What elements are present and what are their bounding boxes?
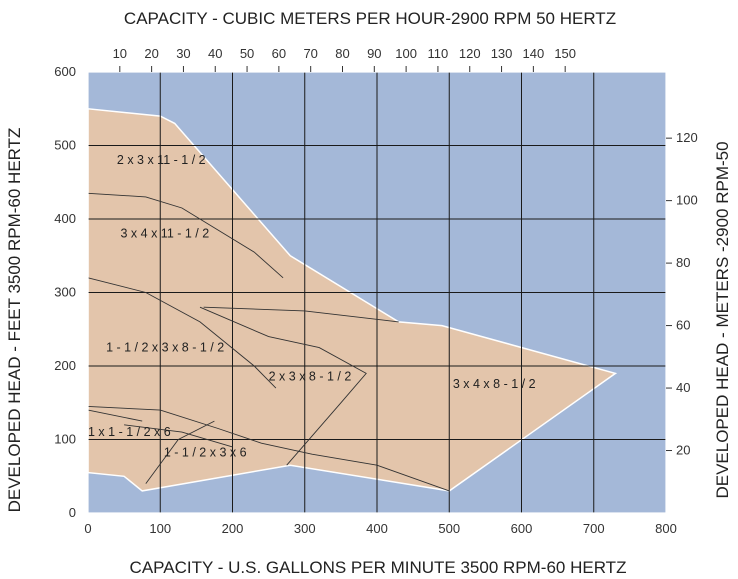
right-tick-label: 40: [676, 380, 690, 395]
pump-region-label: 2 x 3 x 8 - 1 / 2: [269, 370, 352, 384]
pump-region-label: 3 x 4 x 8 - 1 / 2: [453, 377, 536, 391]
top-tick-label: 20: [144, 46, 158, 61]
region-boundary: [87, 409, 143, 422]
chart-x-label: CAPACITY - U.S. GALLONS PER MINUTE 3500 …: [130, 558, 627, 577]
x-tick-label: 200: [222, 521, 244, 536]
region-boundary: [203, 306, 399, 323]
top-tick-label: 140: [523, 46, 545, 61]
pump-region-label: 3 x 4 x 11 - 1 / 2: [121, 226, 210, 240]
top-tick-label: 80: [335, 46, 349, 61]
region-boundary: [145, 420, 215, 484]
y-tick-label: 500: [54, 138, 76, 153]
chart-top-title: CAPACITY - CUBIC METERS PER HOUR-2900 RP…: [124, 9, 616, 28]
x-tick-label: 400: [366, 521, 388, 536]
region-boundary: [199, 306, 367, 466]
region-boundary: [87, 277, 277, 389]
right-tick-label: 100: [676, 193, 698, 208]
right-tick-label: 20: [676, 443, 690, 458]
plot-area: 0 100 200 300 400 500 600 700 800 0 100 200 300 400 50…: [54, 46, 697, 536]
x-tick-label: 700: [583, 521, 605, 536]
x-tick-label: 0: [84, 521, 91, 536]
x-tick-label: 300: [294, 521, 316, 536]
y-tick-label: 100: [54, 432, 76, 447]
plot-frame: [87, 71, 667, 514]
region-boundary: [87, 192, 284, 279]
region-boundary: [124, 424, 233, 448]
top-tick-label: 10: [113, 46, 127, 61]
y-tick-label: 300: [54, 285, 76, 300]
right-tick-label: 80: [676, 255, 690, 270]
top-tick-label: 110: [428, 46, 449, 61]
x-tick-label: 500: [438, 521, 460, 536]
top-tick-label: 60: [272, 46, 286, 61]
region-boundary: [87, 405, 450, 492]
y-tick-label: 0: [69, 505, 76, 520]
x-tick-label: 600: [511, 521, 533, 536]
pump-region-label: 1 - 1 / 2 x 3 x 6: [164, 445, 247, 459]
pump-region-label: 1 x 1 - 1 / 2 x 6: [88, 425, 171, 439]
right-tick-label: 60: [676, 318, 690, 333]
top-tick-label: 130: [491, 46, 513, 61]
chart-y-label-right: DEVELOPED HEAD - METERS -2900 RPM-50: [713, 141, 732, 498]
x-tick-label: 100: [149, 521, 171, 536]
pump-region-label: 2 x 3 x 11 - 1 / 2: [117, 153, 206, 167]
y-tick-label: 200: [54, 358, 76, 373]
top-tick-label: 150: [554, 46, 576, 61]
top-tick-label: 100: [395, 46, 417, 61]
top-tick-label: 40: [208, 46, 222, 61]
x-tick-label: 800: [655, 521, 677, 536]
top-tick-label: 70: [303, 46, 317, 61]
top-tick-label: 30: [176, 46, 190, 61]
top-tick-label: 90: [367, 46, 381, 61]
right-tick-label: 120: [676, 130, 698, 145]
pump-region-label: 1 - 1 / 2 x 3 x 8 - 1 / 2: [106, 340, 224, 354]
y-tick-label: 600: [54, 64, 76, 79]
top-tick-label: 50: [240, 46, 254, 61]
chart-y-label-left: DEVELOPED HEAD - FEET 3500 RPM-60 HERTZ: [5, 128, 24, 513]
top-tick-label: 120: [459, 46, 481, 61]
y-tick-label: 400: [54, 211, 76, 226]
